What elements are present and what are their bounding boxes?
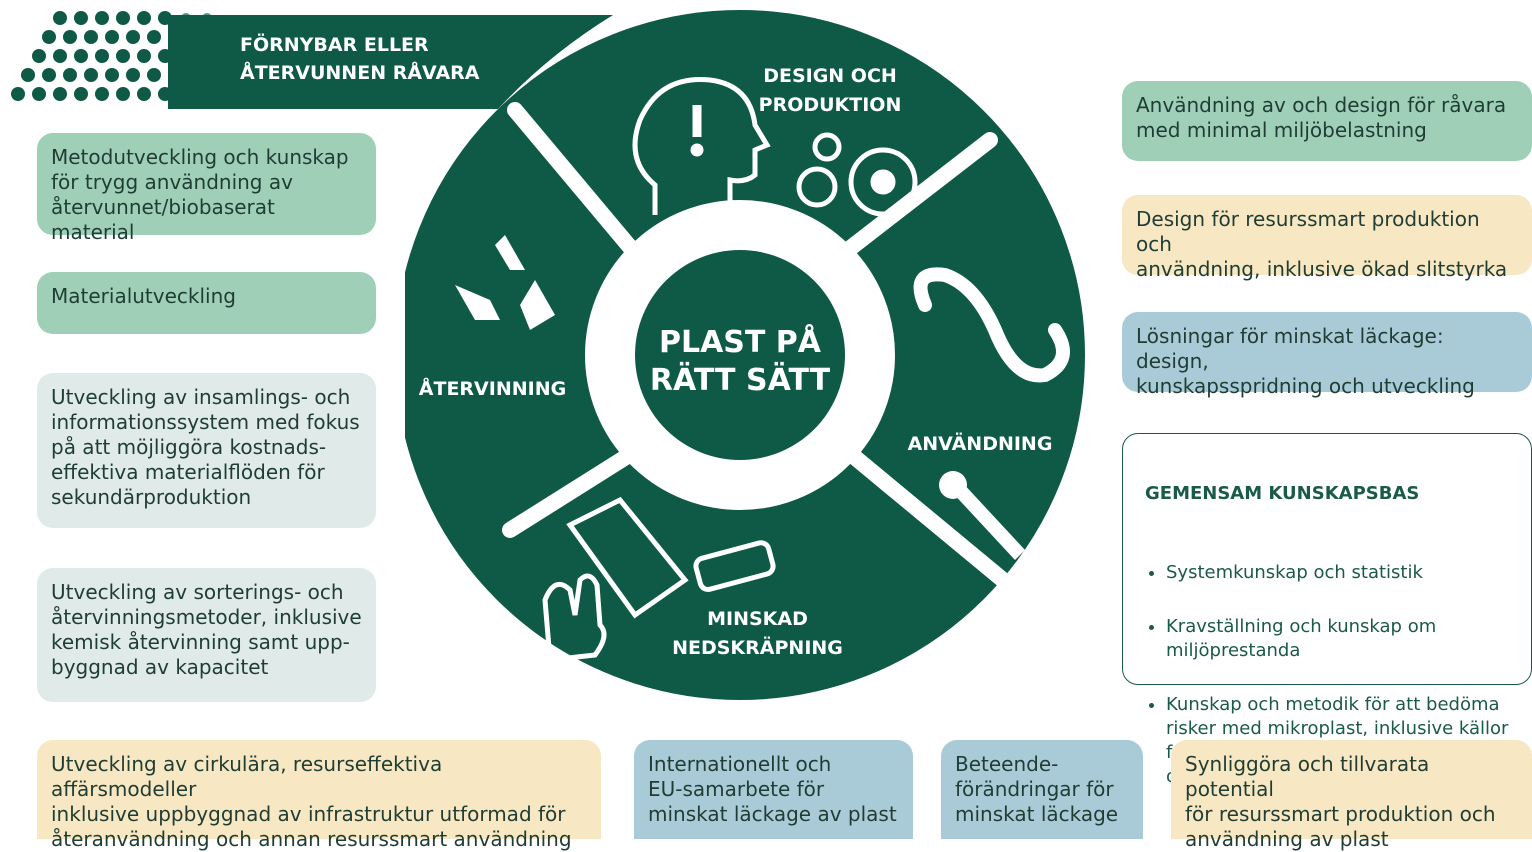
- banner-title: FÖRNYBAR ELLER ÅTERVUNNEN RÅVARA: [240, 34, 480, 84]
- bottom-box-2: Internationellt och EU-samarbete för min…: [634, 740, 913, 839]
- gears-icon: [796, 132, 918, 217]
- bottom-box-4: Synliggöra och tillvarata potential för …: [1171, 740, 1532, 851]
- left-box-2: Materialutveckling: [37, 272, 376, 334]
- wrench-icon: [939, 471, 1025, 560]
- glove-icon: [542, 573, 607, 663]
- left-box-3: Utveckling av insamlings- och informatio…: [37, 373, 376, 528]
- bottom-box-1: Utveckling av cirkulära, resurseffektiva…: [37, 740, 601, 851]
- knowledge-base-box: GEMENSAM KUNSKAPSBAS Systemkunskap och s…: [1122, 433, 1532, 787]
- center-title: PLAST PÅ RÄTT SÄTT: [649, 325, 831, 398]
- cycle-wheel: [405, 10, 1085, 700]
- list-item: Kravställning och kunskap om miljöpresta…: [1166, 615, 1517, 663]
- segment-label-minskad: MINSKAD NEDSKRÄPNING: [672, 608, 843, 659]
- segment-label-anvandning: ANVÄNDNING: [907, 433, 1053, 455]
- wheel-ring: [405, 10, 1085, 700]
- list-item: Systemkunskap och statistik: [1166, 561, 1517, 585]
- segment-label-atervinning: ÅTERVINNING: [418, 378, 567, 400]
- bottom-box-3: Beteende- förändringar för minskat läcka…: [941, 740, 1143, 839]
- right-box-1: Användning av och design för råvara med …: [1122, 81, 1532, 161]
- bottle-icon: [693, 540, 776, 592]
- left-box-1: Metodutveckling och kunskap för trygg an…: [37, 133, 376, 244]
- plastic-bag-icon: [566, 496, 689, 619]
- left-box-4: Utveckling av sorterings- och återvinnin…: [37, 568, 376, 702]
- recycle-icon: [455, 235, 555, 330]
- right-box-2: Design för resurssmart produktion och an…: [1122, 195, 1532, 281]
- head-exclamation-icon: [632, 77, 771, 215]
- separator-3: [832, 437, 1023, 598]
- separator-4: [502, 437, 653, 538]
- segment-label-design: DESIGN OCH PRODUKTION: [758, 65, 902, 116]
- separator-1: [507, 102, 653, 273]
- right-box-3: Lösningar för minskat läckage: design, k…: [1122, 312, 1532, 398]
- separator-2: [827, 132, 998, 268]
- knowledge-base-title: GEMENSAM KUNSKAPSBAS: [1145, 483, 1420, 504]
- loop-arrow-icon: [913, 267, 1070, 383]
- banner-shape: [168, 15, 613, 109]
- center-circle: [635, 250, 845, 460]
